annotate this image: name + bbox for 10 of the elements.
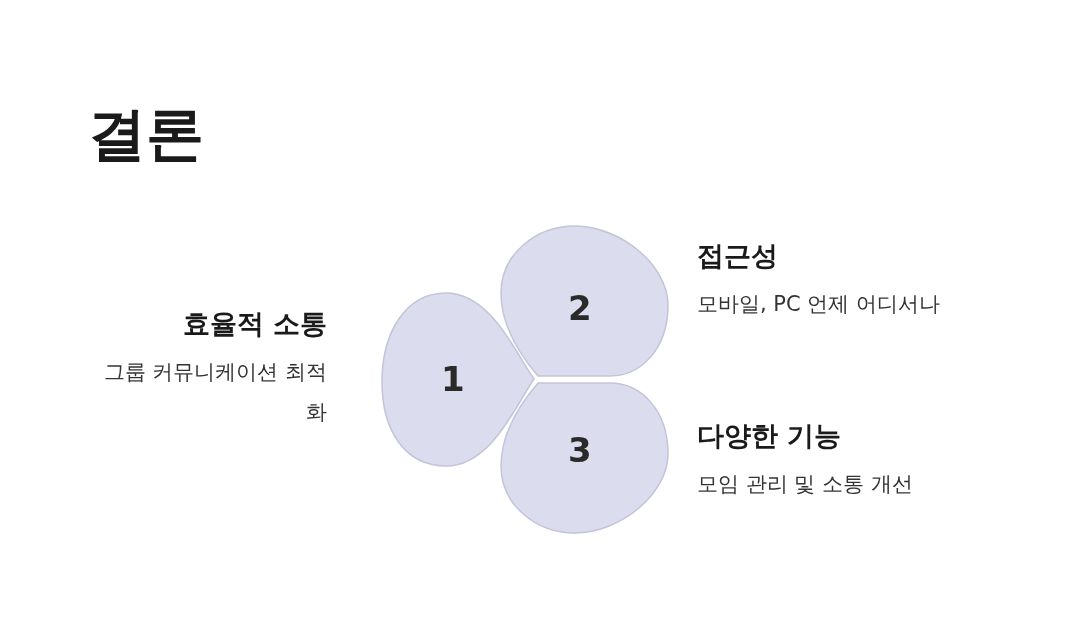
step-number: 2 — [568, 288, 592, 328]
description-text: 모바일, PC 언제 어디서나 — [697, 291, 941, 318]
section-heading: 다양한 기능 — [697, 419, 842, 453]
description-text: 그룹 커뮤니케이션 최적화 — [102, 359, 327, 426]
description-text: 모임 관리 및 소통 개선 — [697, 471, 913, 498]
section-heading: 접근성 — [697, 239, 778, 273]
step-number: 3 — [568, 430, 592, 470]
page-title: 결론 — [88, 99, 204, 170]
section-heading: 효율적 소통 — [182, 307, 327, 341]
step-number: 1 — [441, 359, 465, 399]
